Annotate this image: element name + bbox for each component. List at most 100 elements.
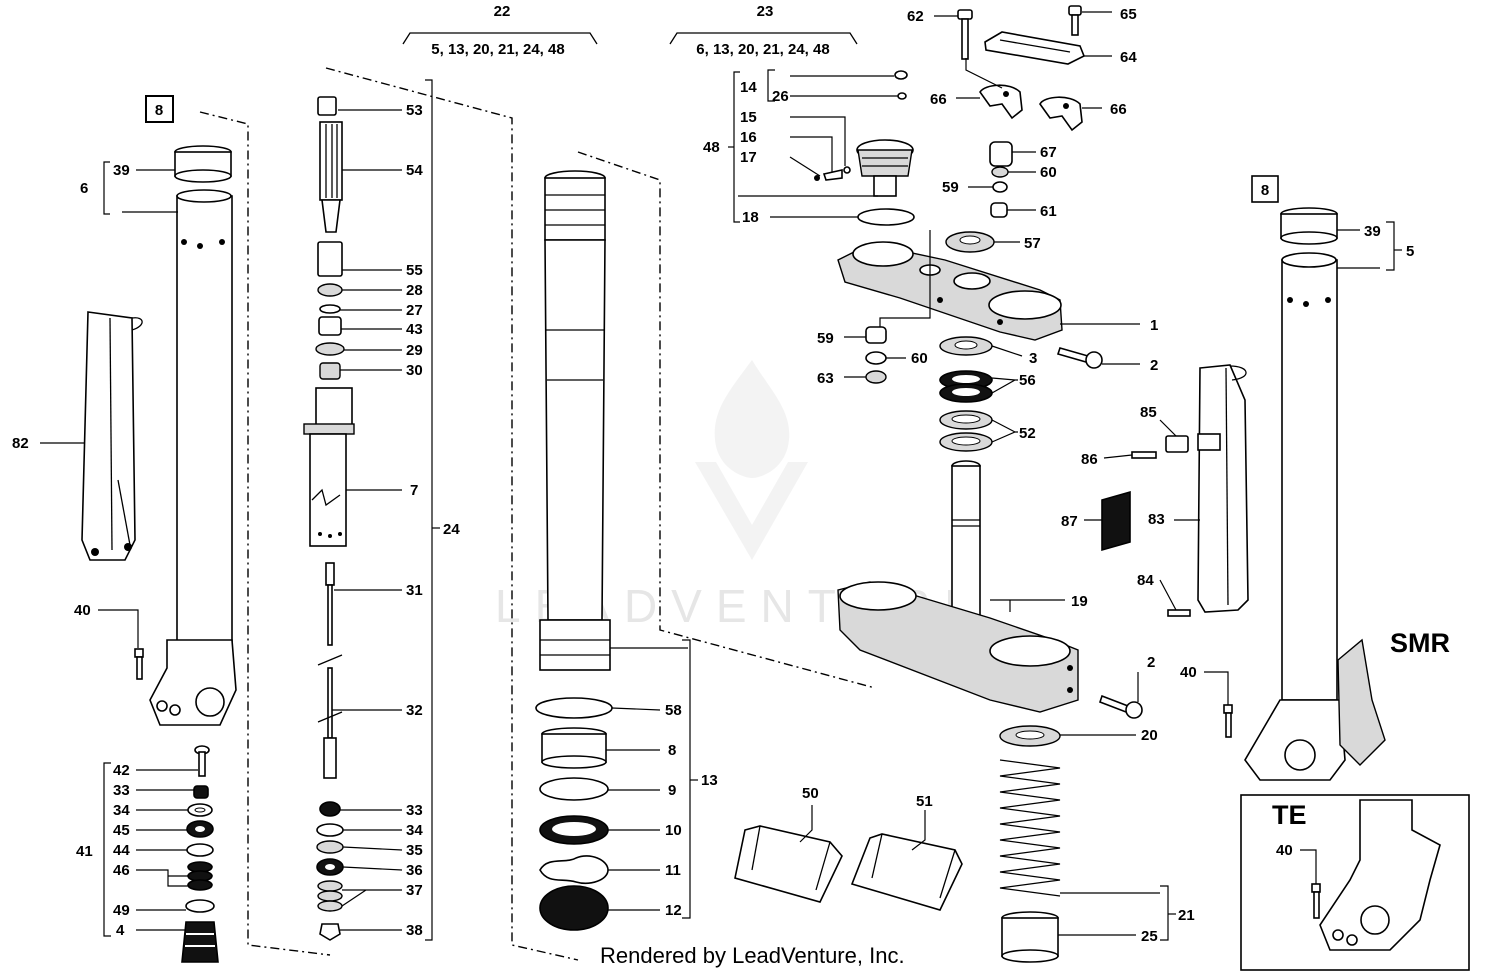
part-45-valve: [186, 820, 214, 838]
part-62-bolt: [957, 9, 973, 60]
part-34-washer: [187, 803, 213, 817]
part-40-bolt-left: [134, 648, 144, 680]
part-35-washer: [316, 840, 344, 854]
part-65-bolt: [1068, 5, 1082, 36]
callout-2-upper: 2: [1150, 357, 1158, 374]
callout-6: 6: [80, 180, 88, 197]
kit-23-contents: 6, 13, 20, 21, 24, 48: [696, 41, 829, 58]
part-43-spacer: [318, 316, 342, 336]
part-34-washer-damper: [316, 823, 344, 837]
callout-61: 61: [1040, 203, 1057, 220]
part-10-seal: [539, 815, 609, 845]
callout-48: 48: [703, 139, 720, 156]
part-51-guard: [850, 833, 963, 911]
box-8-left: 8: [145, 95, 174, 123]
callout-2-lower: 2: [1147, 654, 1155, 671]
callout-45: 45: [113, 822, 130, 839]
part-58-clip: [535, 697, 613, 719]
part-19-lower-triple-clamp: [837, 460, 1079, 713]
callout-60-mid: 60: [911, 350, 928, 367]
part-83-fork-guard-right: [1197, 364, 1249, 613]
callout-51: 51: [916, 793, 933, 810]
callout-1: 1: [1150, 317, 1158, 334]
callout-34-damper: 34: [406, 822, 423, 839]
callout-26: 26: [772, 88, 789, 105]
part-57-ring: [945, 231, 995, 253]
callout-63: 63: [817, 370, 834, 387]
part-26-o-ring: [897, 92, 907, 100]
callout-62: 62: [907, 8, 924, 25]
part-20-spring-seat: [999, 725, 1061, 747]
kit-22-bracket: 22 5, 13, 20, 21, 24, 48: [402, 3, 598, 58]
part-27-clip: [319, 304, 341, 314]
callout-49: 49: [113, 902, 130, 919]
callout-41: 41: [76, 843, 93, 860]
part-31-rod-upper: [325, 562, 335, 646]
callout-43: 43: [406, 321, 423, 338]
callout-55: 55: [406, 262, 423, 279]
part-59-bushing-mid: [865, 326, 887, 344]
part-59-bushing-top: [992, 181, 1008, 193]
part-60-washer-mid: [865, 351, 887, 365]
part-14-bolt: [894, 70, 908, 80]
callout-50: 50: [802, 785, 819, 802]
callout-58: 58: [665, 702, 682, 719]
part-9-washer: [539, 777, 609, 801]
callout-35: 35: [406, 842, 423, 859]
part-33-spring-small: [193, 785, 209, 799]
callout-46: 46: [113, 862, 130, 879]
callout-54: 54: [406, 162, 423, 179]
part-30-nut: [319, 362, 341, 380]
part-55-sleeve: [317, 241, 343, 277]
part-28-ring: [317, 283, 343, 297]
part-29-washer: [315, 342, 345, 356]
callout-39: 39: [113, 162, 130, 179]
part-86-screw: [1131, 451, 1157, 459]
assembly-outline-inner-tube: [577, 151, 876, 689]
callout-15: 15: [740, 109, 757, 126]
part-63-washer: [865, 370, 887, 384]
part-12-dust-seal: [539, 885, 609, 931]
variant-smr-label: SMR: [1390, 628, 1450, 658]
callout-40-right: 40: [1180, 664, 1197, 681]
part-5-outer-tube-right: [1244, 252, 1386, 781]
part-49-o-ring: [185, 899, 215, 913]
part-61-bushing: [990, 202, 1008, 218]
callout-56: 56: [1019, 372, 1036, 389]
callout-33: 33: [113, 782, 130, 799]
callout-36: 36: [406, 862, 423, 879]
part-42-bolt: [194, 745, 210, 777]
callout-39-right: 39: [1364, 223, 1381, 240]
callout-30: 30: [406, 362, 423, 379]
part-82-fork-guard-left: [81, 311, 143, 561]
svg-text:8: 8: [155, 102, 163, 119]
callout-34: 34: [113, 802, 130, 819]
callout-5: 5: [1406, 243, 1414, 260]
callout-labels: 39 6 82 40 42 33 34 45 44 46 41 49 4 53 …: [12, 6, 1414, 945]
part-7-cartridge: [303, 387, 355, 547]
callout-20: 20: [1141, 727, 1158, 744]
part-84-screw: [1167, 609, 1191, 617]
part-46-shims: [187, 861, 213, 891]
part-40-bolt-right: [1223, 704, 1233, 738]
part-44-o-ring: [186, 843, 214, 857]
callout-85: 85: [1140, 404, 1157, 421]
assembly-outline-damper: [325, 67, 579, 961]
callout-8: 8: [668, 742, 676, 759]
svg-text:8: 8: [1261, 182, 1269, 199]
part-38-nut: [319, 923, 341, 941]
te-inset: TE: [1240, 794, 1470, 971]
part-60-washer-top: [991, 166, 1009, 178]
part-48-fork-cap: [814, 139, 914, 197]
callout-31: 31: [406, 582, 423, 599]
watermark-logo: [695, 360, 808, 560]
kit-22-number: 22: [494, 3, 511, 20]
part-33-spring-damper: [319, 801, 341, 817]
callout-52: 52: [1019, 425, 1036, 442]
callout-3: 3: [1029, 350, 1037, 367]
callout-29: 29: [406, 342, 423, 359]
callout-83: 83: [1148, 511, 1165, 528]
callout-57: 57: [1024, 235, 1041, 252]
callout-59-top: 59: [942, 179, 959, 196]
